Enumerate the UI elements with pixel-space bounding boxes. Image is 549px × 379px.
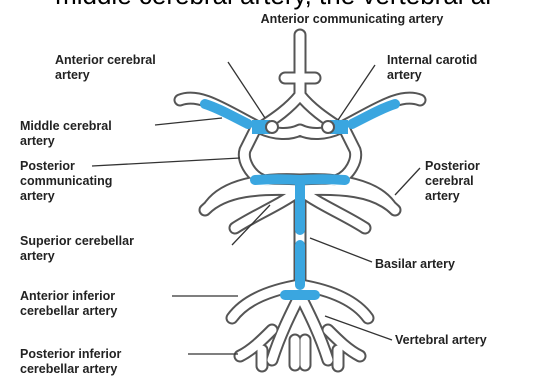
label-superior-cerebellar-1: Superior cerebellar <box>20 234 134 248</box>
label-anterior-inferior-cerebellar-2: cerebellar artery <box>20 304 117 318</box>
label-posterior-cerebral-1: Posterior <box>425 159 480 173</box>
label-basilar: Basilar artery <box>375 257 455 271</box>
label-superior-cerebellar-2: artery <box>20 249 55 263</box>
left-carotid-ring <box>266 121 278 133</box>
highlight-posterior-cerebral <box>255 179 345 180</box>
label-anterior-cerebral-1: Anterior cerebral <box>55 53 156 67</box>
label-anterior-cerebral-2: artery <box>55 68 90 82</box>
vessel-network <box>180 35 420 366</box>
label-middle-cerebral-2: artery <box>20 134 55 148</box>
label-posterior-cerebral-3: artery <box>425 189 460 203</box>
right-carotid-ring <box>322 121 334 133</box>
label-middle-cerebral-1: Middle cerebral <box>20 119 112 133</box>
label-internal-carotid-2: artery <box>387 68 422 82</box>
label-internal-carotid-1: Internal carotid <box>387 53 477 67</box>
label-vertebral: Vertebral artery <box>395 333 487 347</box>
label-anterior-communicating: Anterior communicating artery <box>261 12 444 26</box>
label-anterior-inferior-cerebellar-1: Anterior inferior <box>20 289 115 303</box>
label-posterior-cerebral-2: cerebral <box>425 174 474 188</box>
label-posterior-inferior-cerebellar-1: Posterior inferior <box>20 347 122 361</box>
label-posterior-communicating-2: communicating <box>20 174 112 188</box>
label-posterior-communicating-1: Posterior <box>20 159 75 173</box>
label-posterior-inferior-cerebellar-2: cerebellar artery <box>20 362 117 376</box>
label-posterior-communicating-3: artery <box>20 189 55 203</box>
